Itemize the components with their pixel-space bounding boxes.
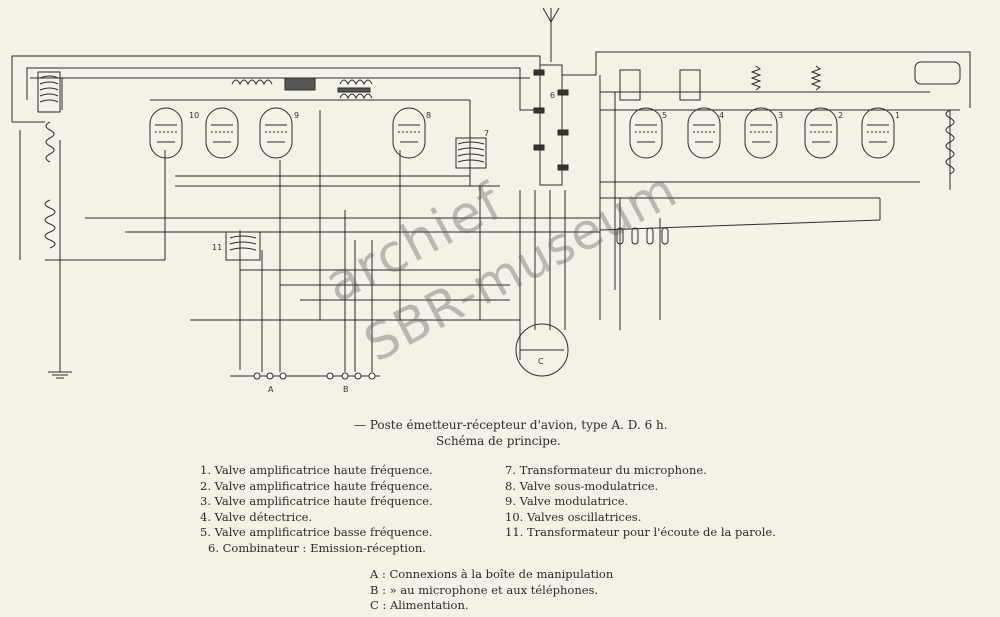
- valve-9: [259, 107, 293, 159]
- label-valve-2: 2: [838, 111, 843, 120]
- valve-10b: [205, 107, 239, 159]
- legend-item: 4. Valve détectrice.: [200, 509, 313, 524]
- figure-subtitle: Schéma de principe.: [436, 434, 561, 448]
- valve-3: [744, 107, 778, 159]
- label-connector-a: A: [268, 385, 274, 394]
- legend-right: 7. Transformateur du microphone. 8. Valv…: [505, 462, 776, 540]
- speech-transformer: [225, 231, 261, 261]
- antenna: [542, 7, 560, 62]
- legend-item: 11. Transformateur pour l'écoute de la p…: [505, 525, 776, 540]
- label-transformer-7: 7: [484, 129, 489, 138]
- legend-item: 10. Valves oscillatrices.: [505, 509, 642, 524]
- receiver-transformers: [619, 61, 961, 175]
- valve-1: [861, 107, 895, 159]
- combinator-switch: [533, 64, 569, 186]
- label-transformer-11: 11: [212, 243, 222, 252]
- legend-item: 2. Valve amplificatrice haute fréquence.: [200, 478, 433, 493]
- valve-5: [629, 107, 663, 159]
- legend-item: 6. Combinateur : Emission-réception.: [208, 540, 426, 555]
- label-valve-1: 1: [895, 111, 900, 120]
- circuit-schematic: 10 9 8 7 6 5 4 3 2 1 11 A B C: [11, 7, 971, 394]
- ground-symbol: [48, 370, 72, 379]
- label-connector-b: B: [343, 385, 349, 394]
- label-connector-c: C: [538, 357, 544, 366]
- label-valve-9: 9: [294, 111, 299, 120]
- legend-item: 5. Valve amplificatrice basse fréquence.: [200, 525, 433, 540]
- legend-item: 7. Transformateur du microphone.: [505, 463, 707, 477]
- legend-item: 3. Valve amplificatrice haute fréquence.: [200, 494, 433, 509]
- valve-10a: [149, 107, 183, 159]
- fuses: [616, 227, 669, 245]
- legend-connections: A : Connexions à la boîte de manipulatio…: [370, 566, 613, 613]
- wiring: [11, 51, 971, 377]
- valve-8: [392, 107, 426, 159]
- label-valve-10: 10: [189, 111, 199, 120]
- figure-title: — Poste émetteur-récepteur d'avion, type…: [354, 418, 668, 432]
- legend-item: 1. Valve amplificatrice haute fréquence.: [200, 463, 433, 477]
- microphone-transformer: [455, 137, 487, 169]
- label-valve-5: 5: [662, 111, 667, 120]
- legend-left: 1. Valve amplificatrice haute fréquence.…: [200, 462, 433, 556]
- power-connector: [515, 323, 569, 377]
- legend-item: 9. Valve modulatrice.: [505, 494, 629, 509]
- label-valve-4: 4: [719, 111, 724, 120]
- legend-item: A : Connexions à la boîte de manipulatio…: [370, 567, 614, 581]
- terminals: [253, 372, 376, 380]
- legend-item: 8. Valve sous-modulatrice.: [505, 478, 659, 493]
- valve-4: [687, 107, 721, 159]
- legend-item: C : Alimentation.: [370, 598, 469, 613]
- label-valve-3: 3: [778, 111, 783, 120]
- legend-item: B : » au microphone et aux téléphones.: [370, 582, 599, 597]
- label-valve-8: 8: [426, 111, 431, 120]
- hf-coils: [231, 77, 373, 100]
- valve-2: [804, 107, 838, 159]
- antenna-coil: [37, 71, 61, 249]
- label-combinator-6: 6: [550, 91, 555, 100]
